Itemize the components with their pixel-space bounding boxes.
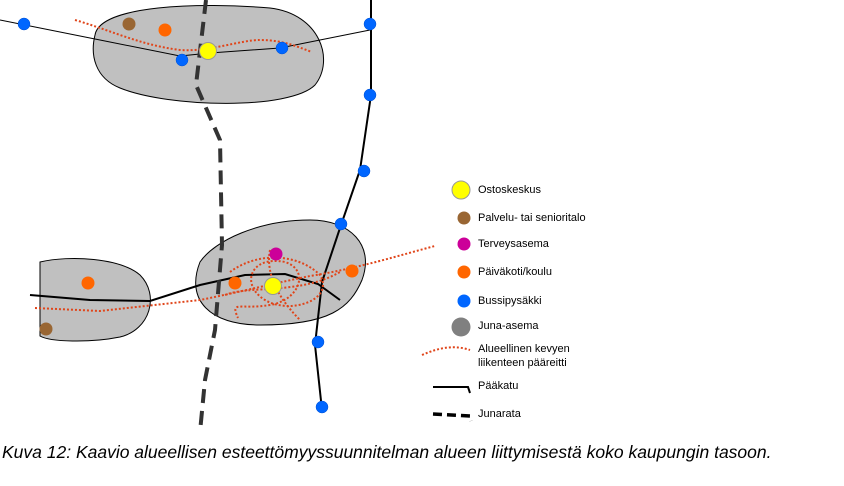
legend-label: Junarata — [478, 408, 521, 420]
legend-symbols — [421, 180, 473, 422]
legend-school-icon — [457, 265, 471, 279]
shopping-center — [199, 42, 217, 60]
bus-stop — [363, 88, 377, 102]
legend-health-icon — [457, 237, 471, 251]
legend-label: Ostoskeskus — [478, 184, 541, 196]
figure-caption: Kuva 12: Kaavio alueellisen esteettömyys… — [2, 442, 772, 462]
legend-label: liikenteen pääreitti — [478, 357, 567, 369]
legend-shopping-icon — [451, 180, 471, 200]
bus-stop — [275, 41, 289, 55]
bus-stop — [175, 53, 189, 67]
legend-route-icon — [421, 346, 471, 356]
area-center — [195, 219, 366, 326]
legend-label: Bussipysäkki — [478, 295, 542, 307]
school — [81, 276, 95, 290]
school — [158, 23, 172, 37]
service-house — [39, 322, 53, 336]
health-center — [269, 247, 283, 261]
legend-service-icon — [457, 211, 471, 225]
bus-stop — [363, 17, 377, 31]
legend-label: Pääkatu — [478, 380, 519, 392]
legend-label: Terveysasema — [478, 238, 549, 250]
legend-label: Alueellinen kevyen — [478, 343, 570, 355]
school — [228, 276, 242, 290]
service-house — [122, 17, 136, 31]
bus-stop — [17, 17, 31, 31]
bus-stop — [311, 335, 325, 349]
legend-label: Juna-asema — [478, 320, 539, 332]
legend-station-icon — [451, 317, 471, 337]
bus-stop — [334, 217, 348, 231]
school — [345, 264, 359, 278]
bus-stop — [357, 164, 371, 178]
legend-bus-icon — [457, 294, 471, 308]
bus-stop — [315, 400, 329, 414]
railway — [193, 0, 225, 433]
legend-label: Päiväkoti/koulu — [478, 266, 552, 278]
legend-railway-icon — [432, 412, 473, 422]
shopping-center — [264, 277, 282, 295]
legend-label: Palvelu- tai senioritalo — [478, 212, 586, 224]
route-south — [34, 245, 436, 313]
legend-street-icon — [433, 386, 471, 394]
